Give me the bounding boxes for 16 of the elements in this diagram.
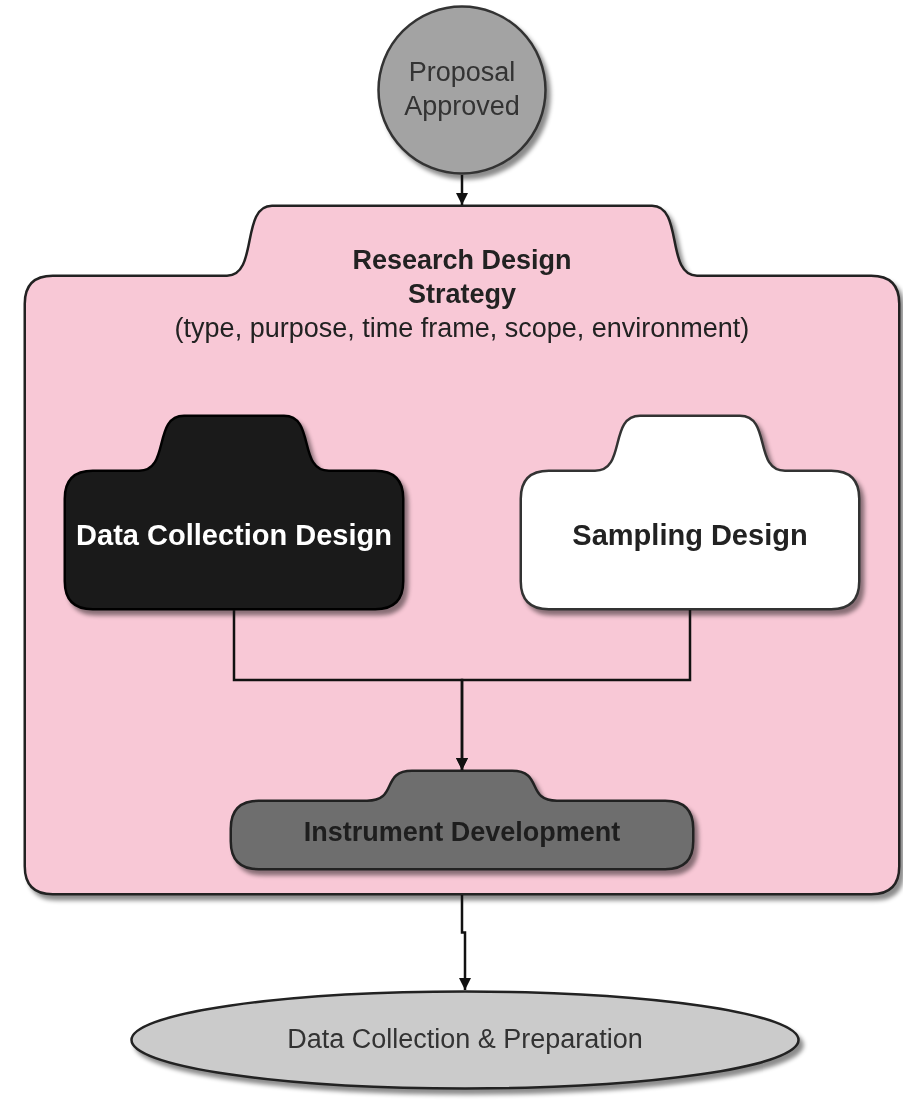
box-label: Sampling Design xyxy=(572,517,808,553)
node-label: Data Collection & Preparation xyxy=(287,1023,643,1057)
node-label: Proposal Approved xyxy=(403,56,521,123)
group-panel xyxy=(24,205,900,895)
process-box xyxy=(520,415,860,610)
process-box xyxy=(64,415,404,610)
box-label: Instrument Development xyxy=(303,815,621,849)
start-circle xyxy=(377,5,547,175)
arrow xyxy=(455,175,469,205)
group-title: Research Design Strategy xyxy=(351,244,573,312)
process-box xyxy=(230,770,694,870)
arrow xyxy=(458,895,472,990)
arrow xyxy=(455,610,692,770)
end-ellipse xyxy=(130,990,800,1090)
group-subtitle: (type, purpose, time frame, scope, environment) xyxy=(174,311,750,345)
box-label: Data Collection Design xyxy=(76,517,392,553)
